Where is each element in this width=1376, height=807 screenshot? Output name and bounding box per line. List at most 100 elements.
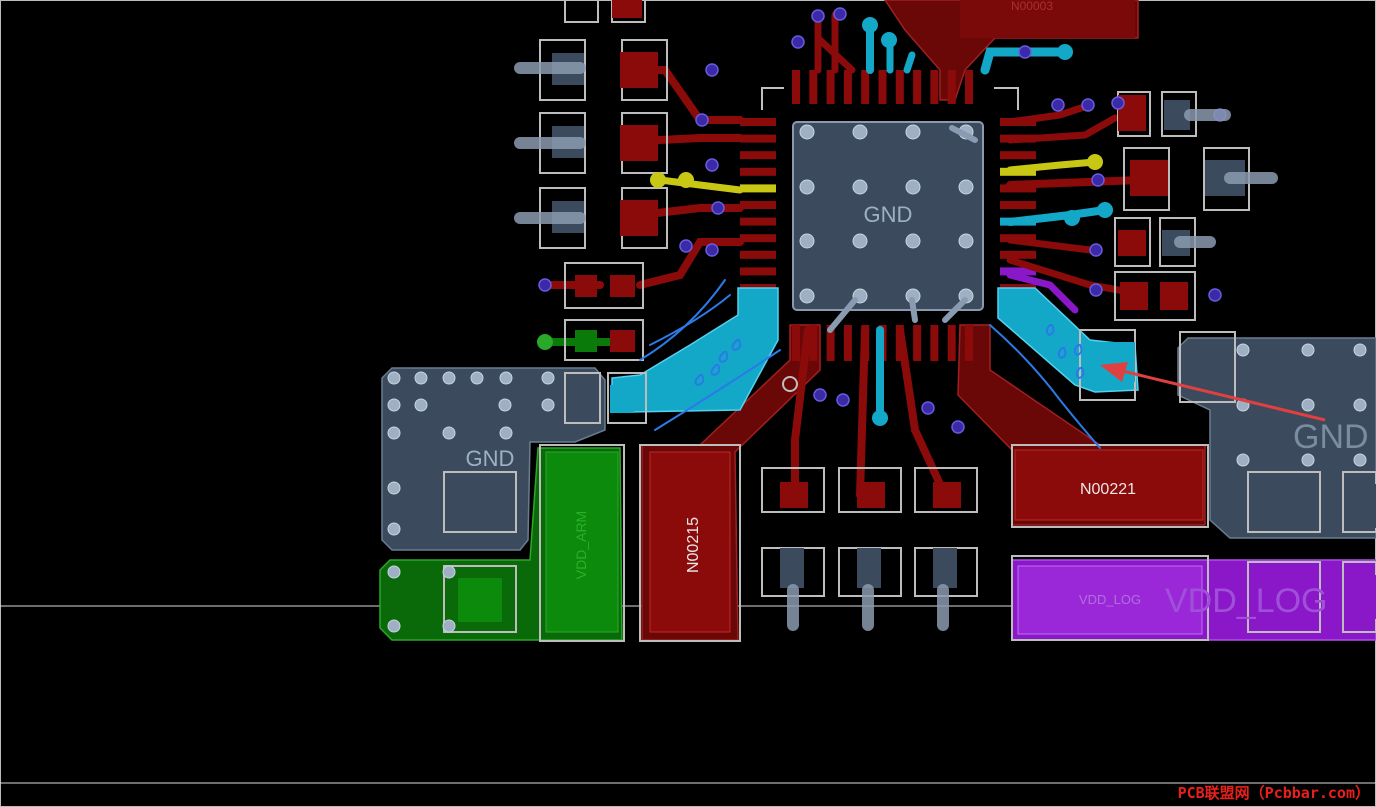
gnd-via <box>414 398 428 412</box>
via <box>791 35 805 49</box>
chip-gnd-via <box>958 179 974 195</box>
chip-silkscreen <box>761 87 1019 110</box>
right-gnd-pour[interactable] <box>1177 337 1376 539</box>
n00221-label: N00221 <box>1080 481 1136 498</box>
chip-gnd-via <box>852 179 868 195</box>
component-outline <box>1342 471 1376 533</box>
component-pad <box>857 548 881 588</box>
left-gnd-pour[interactable] <box>381 367 606 551</box>
thermal-strap <box>909 297 918 323</box>
top-net-pad[interactable] <box>960 0 1135 38</box>
chip-gnd-via <box>852 233 868 249</box>
component-outline <box>639 444 741 642</box>
chip-pin <box>861 70 870 104</box>
component-pad <box>620 200 658 236</box>
chip-pin <box>843 70 852 104</box>
component-outline <box>838 467 902 513</box>
gnd-via <box>541 371 555 385</box>
chip-pin <box>792 70 800 104</box>
n00215-label: N00215 <box>685 517 702 573</box>
via <box>811 9 825 23</box>
vias <box>514 7 1278 631</box>
gnd-via <box>499 426 513 440</box>
chip-pin <box>965 325 973 361</box>
component-pad <box>857 482 885 508</box>
via <box>705 243 719 257</box>
chip-pin <box>740 134 776 143</box>
component-pad <box>1350 575 1376 619</box>
gnd-via <box>387 398 401 412</box>
component-outline <box>443 565 517 633</box>
component-outline <box>914 467 978 513</box>
vdd-arm-pad[interactable] <box>545 451 619 633</box>
component-pad <box>933 548 957 588</box>
gnd-via <box>1301 343 1315 357</box>
gnd-via <box>414 371 428 385</box>
component-pad <box>610 330 635 352</box>
trace-end-pad <box>1087 154 1103 170</box>
component-pad <box>1350 484 1376 528</box>
via <box>695 113 709 127</box>
gnd-via <box>541 398 555 412</box>
component-pad <box>575 275 597 297</box>
via <box>921 401 935 415</box>
component-outline <box>761 467 825 513</box>
via <box>1051 98 1065 112</box>
component-pad <box>1160 282 1188 310</box>
gnd-via <box>387 619 401 633</box>
vdd-log-pad[interactable] <box>1017 565 1203 635</box>
component-outline <box>1011 555 1209 641</box>
chip-pin <box>826 325 835 361</box>
trace-end-pad <box>650 172 666 188</box>
chip-pin <box>740 267 776 276</box>
chip-pins-top <box>792 70 973 104</box>
via <box>951 420 965 434</box>
center-gnd-label: GND <box>864 202 913 227</box>
component-outline <box>564 0 599 23</box>
gnd-via <box>387 481 401 495</box>
via <box>705 63 719 77</box>
gnd-via <box>442 565 456 579</box>
component-pad <box>620 125 658 161</box>
component-pad <box>1182 344 1220 380</box>
chip-pin <box>740 184 776 193</box>
component-outline <box>1247 471 1321 533</box>
gnd-via <box>1236 453 1250 467</box>
via <box>1208 288 1222 302</box>
chip-pin <box>878 70 887 104</box>
n00215-pad[interactable] <box>649 451 731 633</box>
trace-end-pad <box>537 334 553 350</box>
vdd-log-small-label: VDD_LOG <box>1079 592 1141 607</box>
chip-pin <box>1000 267 1036 276</box>
chip-pin <box>740 151 776 160</box>
gnd-pour-vias <box>387 343 1367 633</box>
component-pad <box>610 385 634 413</box>
chip-pin <box>740 118 776 126</box>
thermal-strap <box>949 125 978 143</box>
component-pad <box>1130 160 1168 196</box>
component-pad <box>1090 342 1135 382</box>
via <box>836 393 850 407</box>
chip-gnd-via <box>958 233 974 249</box>
trace-end-pad <box>1064 210 1080 226</box>
gnd-via <box>387 426 401 440</box>
gnd-via <box>387 522 401 536</box>
n00221-pad[interactable] <box>1014 449 1204 521</box>
chip-gnd-via <box>799 288 815 304</box>
chip-thermal-pad[interactable] <box>792 121 984 311</box>
chip-pin <box>913 70 922 104</box>
component-outline <box>443 471 517 533</box>
gnd-via <box>470 371 484 385</box>
component-outline <box>564 319 644 361</box>
component-outline <box>564 372 601 424</box>
chip-pin <box>1000 201 1036 209</box>
component-outline <box>1342 561 1376 633</box>
thermal-strap <box>942 297 968 323</box>
chip-pin <box>740 234 776 243</box>
component-pad <box>458 578 502 622</box>
component-outline <box>1011 444 1209 528</box>
via <box>1089 283 1103 297</box>
chip-pin <box>809 70 818 104</box>
chip-pin <box>740 250 776 259</box>
